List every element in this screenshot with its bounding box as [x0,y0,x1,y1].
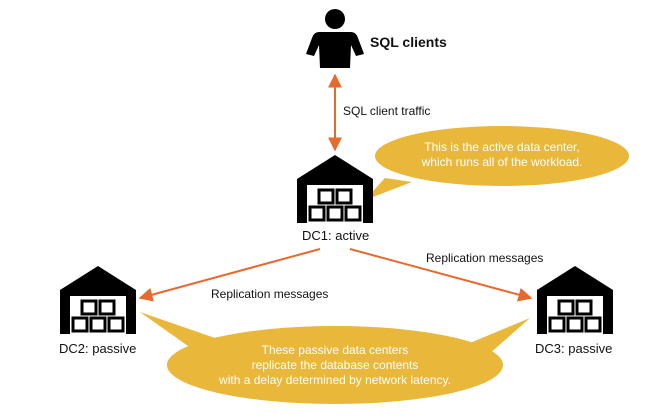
dc2-label: DC2: passive [59,341,137,356]
person-icon [306,9,364,68]
client-traffic-label: SQL client traffic [343,104,431,118]
dc3-warehouse-icon [535,264,615,336]
passive-callout-line2: replicate the database contents [251,358,419,372]
passive-callout-line3: with a delay determined by network laten… [219,373,451,387]
replication-label-dc3: Replication messages [426,251,544,265]
dc1-warehouse-icon [295,153,375,225]
dc2-warehouse-icon [58,264,138,336]
active-callout-bubble [365,126,629,200]
active-callout-line1: This is the active data center, [424,140,580,154]
passive-callout-bubble [140,312,530,404]
passive-callout-text: These passive data centers replicate the… [190,343,480,388]
replication-label-dc2: Replication messages [211,287,329,301]
replication-arrow-dc2 [138,248,321,302]
replication-arrow-dc3 [349,248,533,302]
passive-callout-line1: These passive data centers [261,343,409,357]
sql-clients-label: SQL clients [370,34,447,50]
active-callout-text: This is the active data center, which ru… [390,140,614,170]
active-callout-line2: which runs all of the workload. [421,155,583,169]
dc3-label: DC3: passive [535,341,613,356]
dc1-label: DC1: active [302,228,370,243]
